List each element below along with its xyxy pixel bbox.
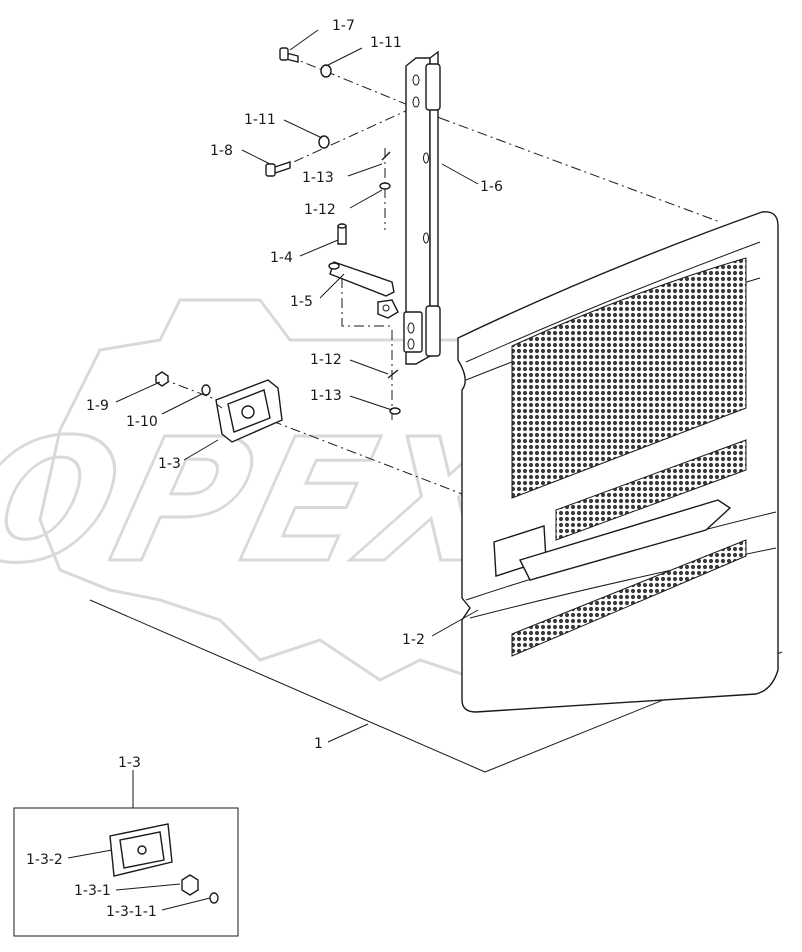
washer-1-10 [201,384,211,396]
washer-1-11-top [320,64,332,78]
label-1-4: 1-4 [270,250,293,266]
label-1: 1 [314,736,323,752]
washer-1-12-upper [379,182,391,190]
label-1-12-upper: 1-12 [304,202,336,218]
washer-1-3-1-1 [209,892,219,904]
label-1-8: 1-8 [210,143,233,159]
label-1-7: 1-7 [332,18,355,34]
nut-1-3-1 [181,874,199,896]
bolt-1-7 [279,47,299,63]
label-1-6: 1-6 [480,179,503,195]
detail-box-1-3 [13,770,239,937]
label-1-3: 1-3 [158,456,181,472]
latch-1-3 [215,379,283,443]
label-1-12-lower: 1-12 [310,352,342,368]
watermark-logo: OPEX [0,298,762,682]
part-labels: 1-7 1-11 1-11 1-8 1-13 1-6 1-12 1-4 1-5 … [26,18,503,920]
pin-1-12-lower [387,369,399,379]
label-1-9: 1-9 [86,398,109,414]
washer-1-11-mid [318,135,330,149]
label-1-11-top: 1-11 [370,35,402,51]
label-1-13-upper: 1-13 [302,170,334,186]
watermark-text: OPEX [0,402,537,600]
label-1-11-mid: 1-11 [244,112,276,128]
arm-1-5 [328,261,399,319]
nut-1-9 [155,371,169,387]
label-1-3-2: 1-3-2 [26,852,63,868]
label-1-3-1: 1-3-1 [74,883,111,899]
washer-1-13-lower [389,407,401,415]
label-1-13-lower: 1-13 [310,388,342,404]
label-1-3-detail: 1-3 [118,755,141,771]
pin-1-13-upper [381,151,391,161]
label-1-5: 1-5 [290,294,313,310]
bolt-1-8 [265,161,291,177]
door-panel-1-2 [457,211,779,713]
leader-lines [67,29,479,911]
label-1-3-1-1: 1-3-1-1 [106,904,157,920]
label-1-2: 1-2 [402,632,425,648]
hinge-plate-1-6 [403,50,441,365]
pin-1-4 [337,223,347,245]
label-1-10: 1-10 [126,414,158,430]
